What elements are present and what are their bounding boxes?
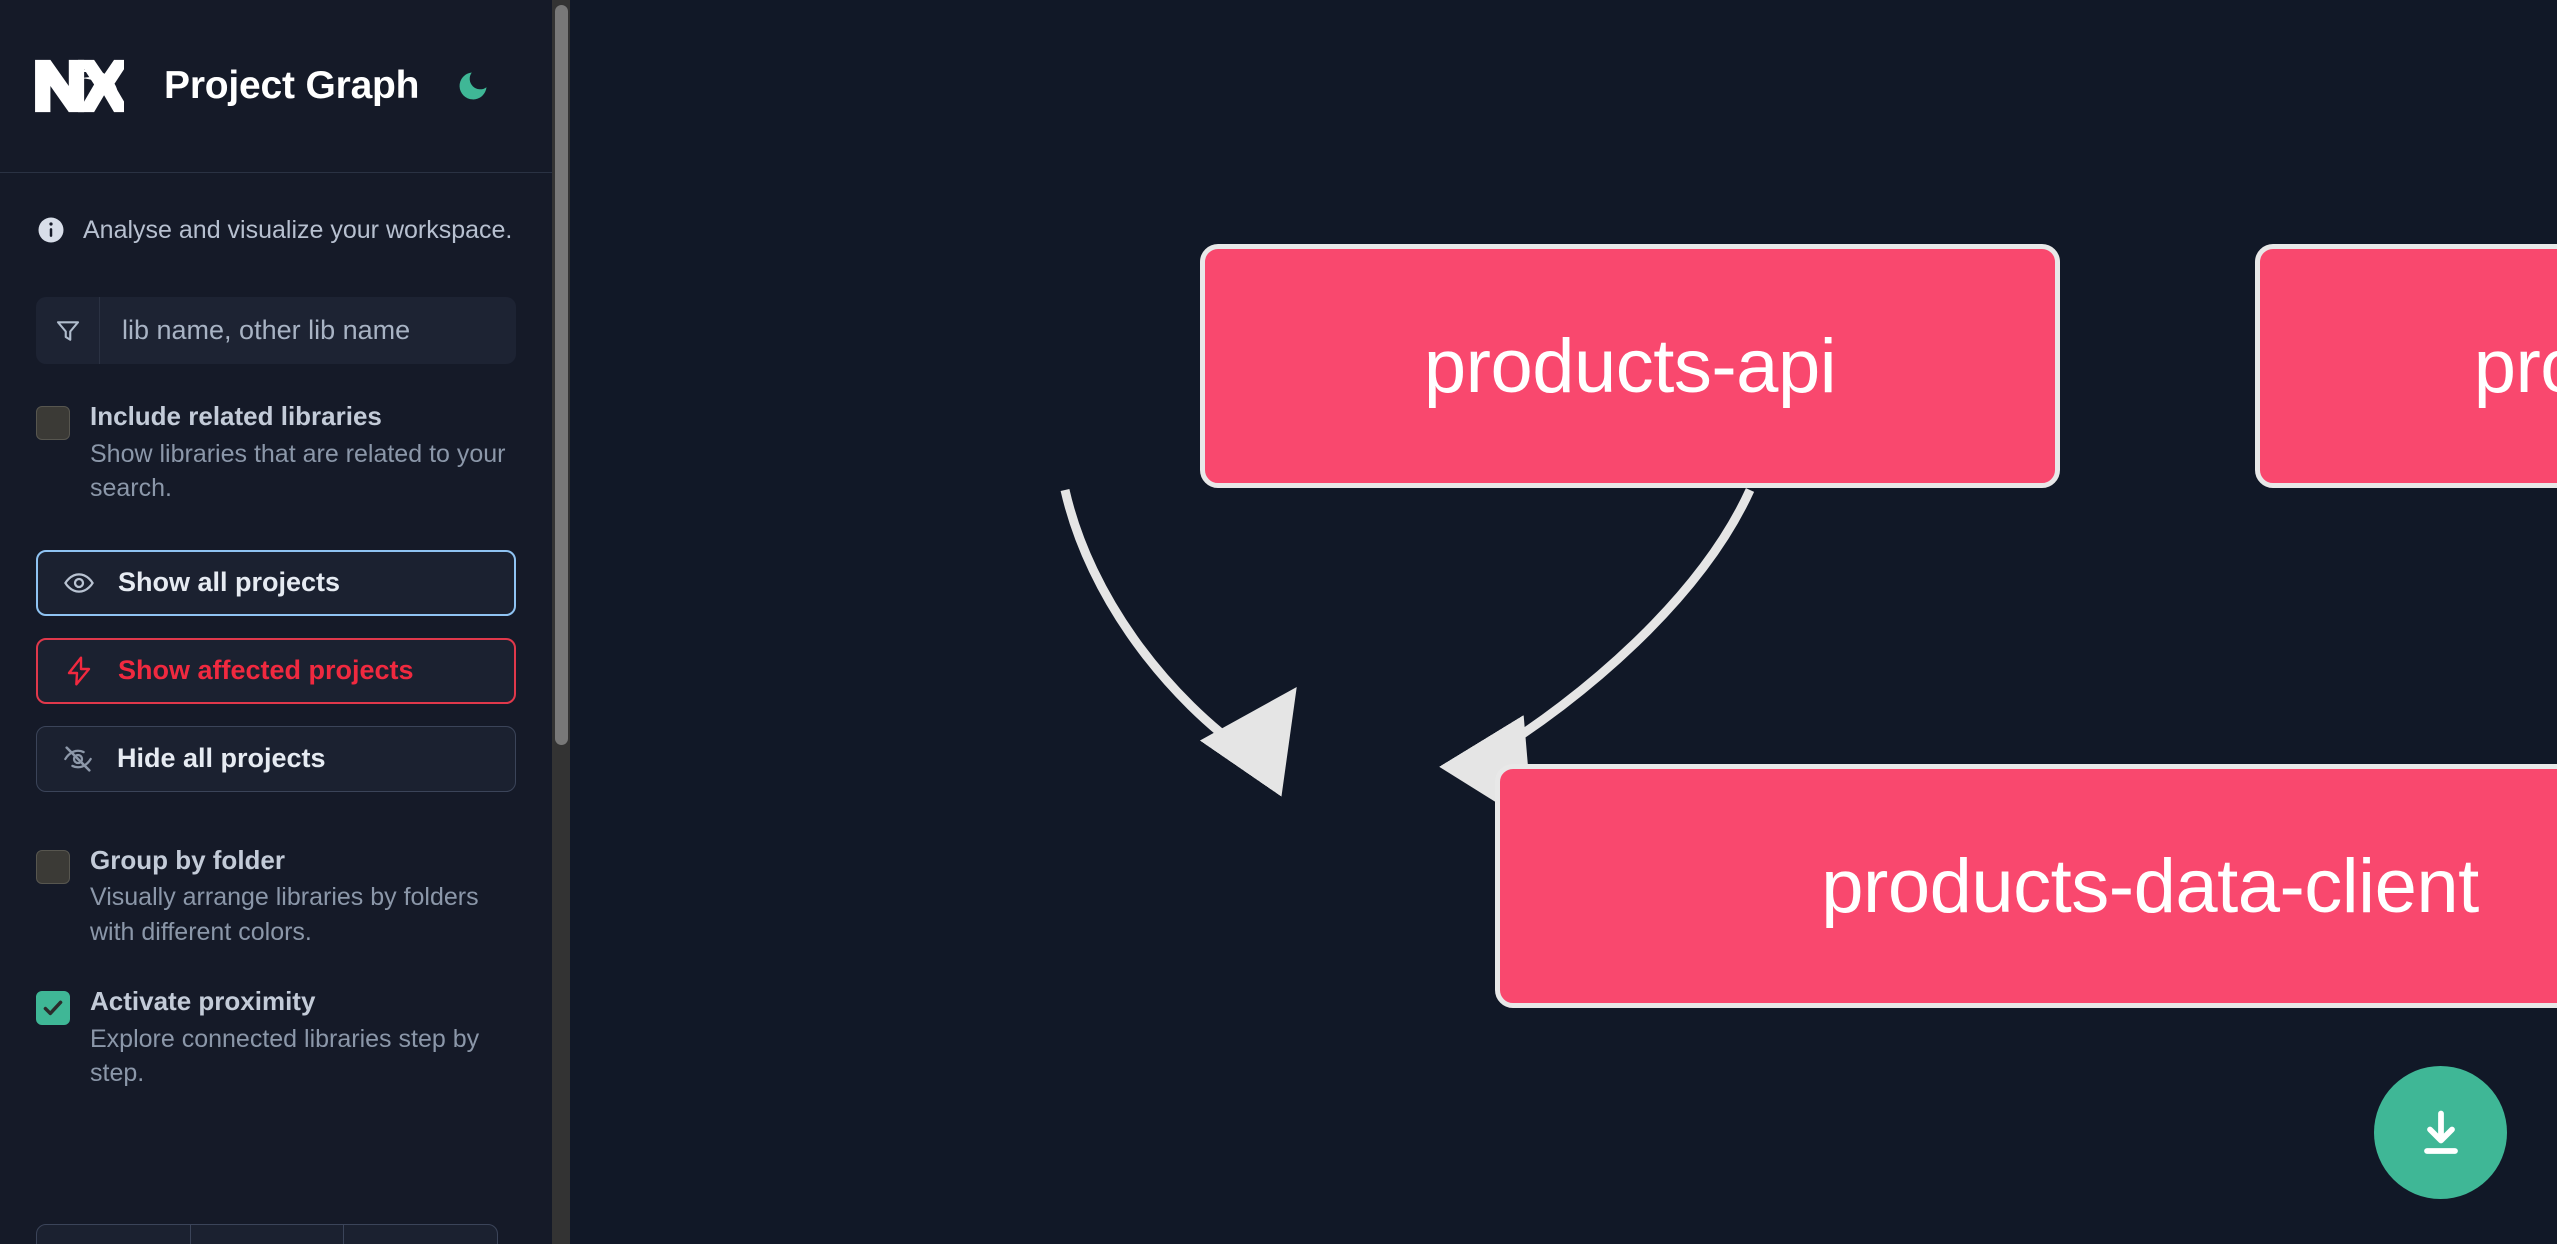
graph-node-products-api-label: products-api (1423, 323, 1837, 409)
checkbox-activate-proximity-desc: Explore connected libraries step by step… (90, 1024, 480, 1088)
graph-node-products-data-client-label: products-data-client (1821, 843, 2479, 929)
show-affected-projects-button[interactable]: Show affected projects (36, 637, 516, 704)
sidebar-scrollbar[interactable] (552, 0, 570, 1244)
download-icon (2423, 1110, 2458, 1154)
checkbox-group-by-folder[interactable]: Group by folder Visually arrange librari… (36, 844, 516, 950)
sidebar-scrollbar-thumb[interactable] (555, 5, 568, 745)
edge-products-api-to-products-data-client (1060, 489, 1297, 797)
graph-node-products-cli[interactable]: products-cli (2255, 244, 2557, 488)
edge-products-cli-to-products-data-client (1439, 488, 1755, 826)
checkbox-activate-proximity[interactable]: Activate proximity Explore connected lib… (36, 985, 516, 1091)
eye-icon (62, 566, 96, 600)
project-visibility-buttons: Show all projects Show affected projects (36, 549, 516, 792)
graph-node-products-api[interactable]: products-api (1200, 244, 2060, 488)
graph-node-products-cli-label: products-cli (2473, 323, 2557, 409)
show-affected-projects-label: Show affected projects (118, 655, 414, 685)
show-all-projects-button[interactable]: Show all projects (36, 549, 516, 616)
checkbox-include-related-libraries-box[interactable] (36, 406, 70, 440)
graph-node-products-data-client[interactable]: products-data-client (1495, 764, 2557, 1008)
proximity-step-segmented-control[interactable] (36, 1224, 498, 1244)
lightning-icon (62, 654, 96, 688)
checkbox-group-by-folder-box[interactable] (36, 849, 70, 884)
checkbox-activate-proximity-label: Activate proximity (90, 986, 316, 1016)
sidebar-header: Project Graph (0, 0, 552, 173)
search-box[interactable] (36, 297, 516, 364)
proximity-step-option-1[interactable] (37, 1225, 191, 1244)
graph-canvas[interactable]: products-api products-cli products-data-… (570, 0, 2557, 1244)
filter-funnel-icon (36, 297, 100, 364)
proximity-step-option-2[interactable] (191, 1225, 345, 1244)
hide-all-projects-label: Hide all projects (117, 743, 326, 773)
checkbox-include-related-libraries[interactable]: Include related libraries Show libraries… (36, 400, 516, 506)
sidebar-body: Analyse and visualize your workspace. In… (0, 173, 552, 1131)
hide-all-projects-button[interactable]: Hide all projects (36, 725, 516, 792)
graph-edges (1060, 488, 1755, 826)
page-title: Project Graph (164, 64, 420, 107)
checkbox-include-related-libraries-label: Include related libraries (90, 401, 382, 431)
moon-icon[interactable] (453, 66, 493, 106)
show-all-projects-label: Show all projects (118, 567, 341, 597)
checkbox-group-by-folder-desc: Visually arrange libraries by folders wi… (90, 883, 479, 946)
checkbox-include-related-libraries-desc: Show libraries that are related to your … (90, 439, 506, 503)
search-input[interactable] (100, 297, 516, 364)
proximity-step-option-3[interactable] (344, 1225, 497, 1244)
eye-off-icon (61, 742, 95, 776)
nx-logo-icon (32, 55, 131, 117)
analyse-text: Analyse and visualize your workspace. (83, 215, 513, 244)
checkbox-group-by-folder-label: Group by folder (90, 844, 285, 875)
checkbox-activate-proximity-box[interactable] (36, 991, 70, 1025)
sidebar: Project Graph Analy (0, 0, 570, 1244)
info-icon (36, 215, 66, 245)
download-button[interactable] (2374, 1066, 2507, 1199)
analyse-hint: Analyse and visualize your workspace. (36, 173, 516, 245)
